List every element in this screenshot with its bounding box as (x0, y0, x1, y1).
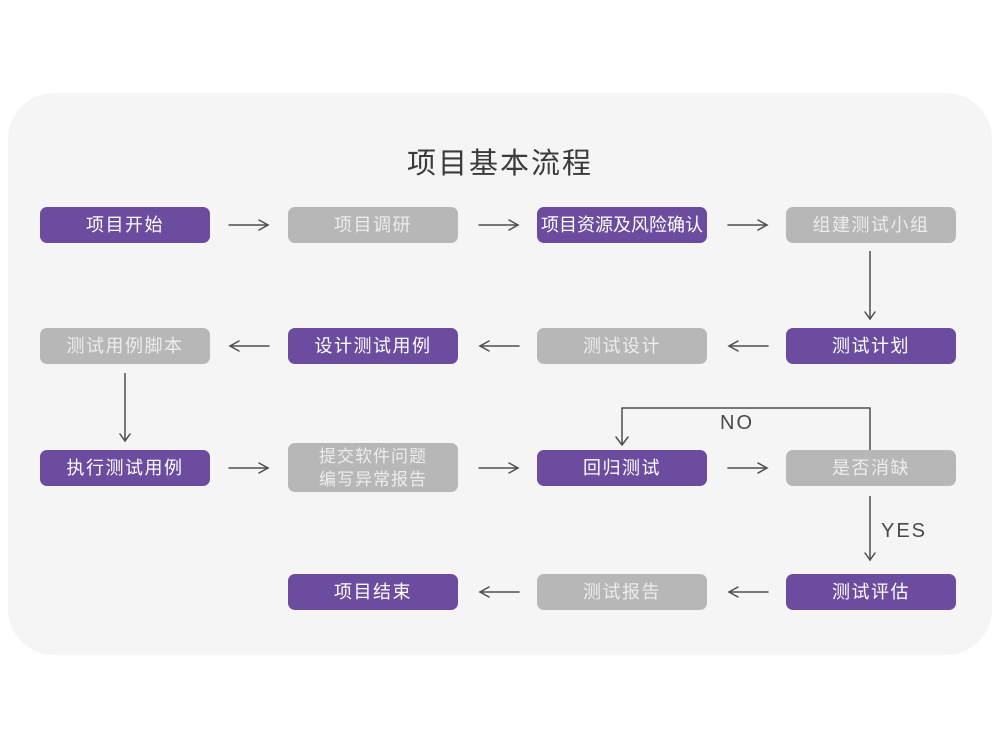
arrow-start-to-research-icon (228, 217, 270, 233)
node-label: 项目结束 (334, 581, 412, 602)
arrow-research-to-risk-icon (478, 217, 520, 233)
node-label: 组建测试小组 (812, 214, 930, 235)
node-test-design: 测试设计 (537, 328, 707, 364)
page-title: 项目基本流程 (406, 148, 593, 180)
node-label-line2: 编写异常报告 (319, 469, 427, 489)
node-submit-issues: 提交软件问题 编写异常报告 (288, 443, 458, 492)
node-test-case-scripts: 测试用例脚本 (40, 328, 210, 364)
arrow-yes-branch-icon (862, 496, 878, 562)
node-project-research: 项目调研 (288, 207, 458, 243)
node-label: 设计测试用例 (314, 335, 432, 356)
arrow-no-loop-icon (615, 403, 878, 450)
yes-branch-label: YES (881, 520, 928, 542)
arrow-regression-to-defect-icon (727, 460, 769, 476)
node-test-report: 测试报告 (537, 574, 707, 610)
node-execute-test-cases: 执行测试用例 (40, 450, 210, 486)
flowchart-card (8, 93, 992, 655)
node-test-evaluation: 测试评估 (786, 574, 956, 610)
node-label: 项目开始 (86, 214, 164, 235)
node-regression-test: 回归测试 (537, 450, 707, 486)
arrow-design-to-scripts-icon (228, 338, 270, 354)
arrow-execute-to-submit-icon (228, 460, 270, 476)
node-project-end: 项目结束 (288, 574, 458, 610)
arrow-team-to-plan-icon (862, 251, 878, 321)
node-label: 执行测试用例 (66, 457, 184, 478)
node-label-line1: 提交软件问题 (319, 446, 427, 466)
arrow-scripts-to-execute-icon (117, 373, 133, 443)
arrow-submit-to-regression-icon (478, 460, 520, 476)
arrow-testdesign-to-designcases-icon (478, 338, 520, 354)
arrow-risk-to-team-icon (727, 217, 769, 233)
arrow-plan-to-testdesign-icon (727, 338, 769, 354)
node-label: 项目调研 (334, 214, 412, 235)
no-branch-label: NO (720, 412, 754, 434)
node-label: 回归测试 (583, 457, 661, 478)
node-label: 测试用例脚本 (66, 335, 184, 356)
node-label: 测试评估 (832, 581, 910, 602)
node-label: 项目资源及风险确认 (541, 214, 703, 235)
node-label: 测试报告 (583, 581, 661, 602)
node-label: 测试设计 (583, 335, 661, 356)
node-design-test-cases: 设计测试用例 (288, 328, 458, 364)
node-test-plan: 测试计划 (786, 328, 956, 364)
node-resource-risk-confirm: 项目资源及风险确认 (537, 207, 707, 243)
arrow-report-to-end-icon (478, 584, 520, 600)
node-build-test-team: 组建测试小组 (786, 207, 956, 243)
arrow-eval-to-report-icon (727, 584, 769, 600)
node-label: 测试计划 (832, 335, 910, 356)
node-label: 是否消缺 (832, 457, 910, 478)
node-project-start: 项目开始 (40, 207, 210, 243)
node-defect-resolved: 是否消缺 (786, 450, 956, 486)
